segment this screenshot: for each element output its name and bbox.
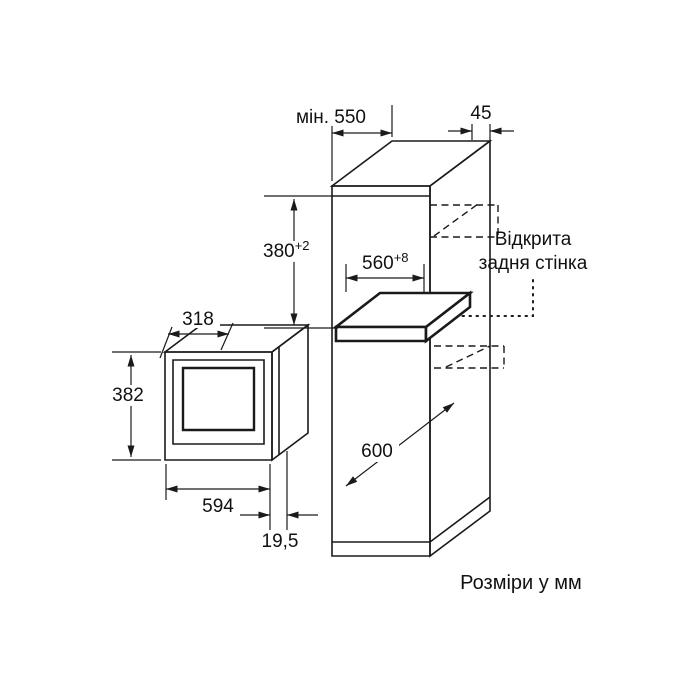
open-back-text-line2: задня стінка bbox=[479, 253, 588, 274]
dim-top-gap: 45 bbox=[448, 103, 514, 140]
tolerance: +8 bbox=[394, 250, 409, 265]
dim-lower-depth: 600 bbox=[345, 402, 455, 487]
dotted-leader-line bbox=[461, 279, 534, 317]
cabinet-top-face bbox=[329, 140, 493, 187]
label-appliance-height: 382 bbox=[112, 385, 144, 406]
cabinet-column bbox=[329, 139, 505, 558]
open-back-text-line1: Відкрита bbox=[495, 229, 572, 250]
dimension-line bbox=[345, 402, 455, 487]
tolerance: +2 bbox=[295, 238, 310, 253]
oven-right-face bbox=[271, 323, 309, 462]
cabinet-plinth-line-side bbox=[429, 496, 491, 543]
label-background bbox=[176, 309, 220, 328]
dim-niche-depth: мін. 550 bbox=[296, 105, 393, 181]
label-appliance-width: 594 bbox=[202, 496, 234, 517]
dim-niche-height: 380+2 bbox=[259, 195, 338, 329]
oven-door-frame bbox=[172, 359, 265, 445]
label-niche-height: 380+2 bbox=[263, 238, 310, 262]
dim-appliance-depth: 318 bbox=[159, 309, 234, 359]
units-note: Розміри у мм bbox=[460, 572, 582, 594]
dashed-line bbox=[433, 203, 479, 237]
open-back-upper-dashed bbox=[430, 203, 499, 238]
extension-line bbox=[220, 322, 234, 351]
value: 560 bbox=[362, 253, 394, 274]
annotation-open-back: Відкрита задня стінка bbox=[461, 229, 588, 317]
label-background bbox=[104, 385, 152, 406]
shelf-side-edge bbox=[424, 290, 472, 344]
label-niche-depth: мін. 550 bbox=[296, 107, 366, 128]
open-back-lower-dashed bbox=[434, 345, 505, 369]
dim-niche-width: 560+8 bbox=[345, 250, 425, 292]
dim-appliance-height: 382 bbox=[104, 351, 161, 461]
microwave-oven bbox=[162, 323, 311, 462]
label-niche-width: 560+8 bbox=[362, 250, 409, 274]
label-background bbox=[355, 441, 399, 462]
label-top-gap: 45 bbox=[470, 103, 491, 124]
value: 380 bbox=[263, 241, 295, 262]
label-appliance-depth: 318 bbox=[182, 309, 214, 330]
cabinet-front-face bbox=[331, 185, 431, 557]
label-door-protrusion: 19,5 bbox=[262, 531, 299, 552]
appliance-shelf bbox=[332, 290, 474, 344]
label-background bbox=[259, 241, 317, 262]
cabinet-right-face bbox=[429, 139, 491, 558]
extension-line bbox=[159, 326, 173, 359]
shelf-front-edge bbox=[334, 325, 428, 343]
label-lower-depth: 600 bbox=[361, 441, 393, 462]
dim-door-protrusion: 19,5 bbox=[240, 451, 318, 552]
dashed-line bbox=[445, 345, 491, 368]
dim-appliance-width: 594 bbox=[165, 464, 271, 530]
oven-door-window bbox=[181, 366, 256, 432]
